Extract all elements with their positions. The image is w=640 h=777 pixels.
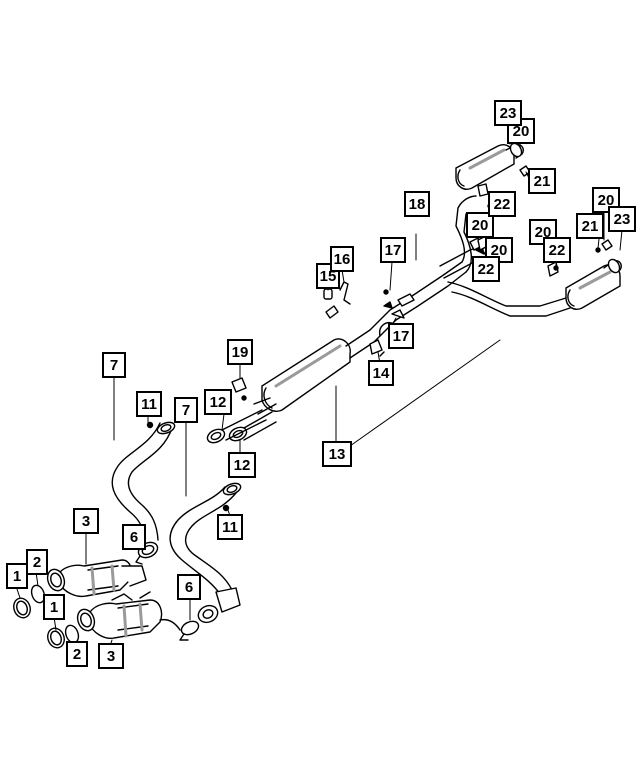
bolt-11b	[222, 504, 230, 512]
callout-17: 17	[388, 323, 414, 349]
band-clamp-upper	[13, 597, 31, 619]
callout-22: 22	[543, 237, 571, 263]
callout-7: 7	[102, 352, 126, 378]
catalytic-converter-upper	[46, 559, 147, 598]
callout-3: 3	[98, 643, 124, 669]
front-pipe-right	[169, 482, 242, 624]
mid-pipes	[369, 261, 467, 357]
hanger-bracket-19	[231, 377, 247, 401]
catalytic-converter-lower	[76, 591, 181, 639]
bolt-11a	[146, 421, 154, 429]
callout-3: 3	[73, 508, 99, 534]
callout-6: 6	[177, 574, 201, 600]
callout-7: 7	[174, 397, 198, 423]
callout-23: 23	[494, 100, 522, 126]
hanger-16	[339, 281, 351, 305]
gasket-upper	[30, 584, 46, 604]
center-resonator	[253, 329, 375, 415]
callout-23: 23	[608, 206, 636, 232]
callout-6: 6	[122, 524, 146, 550]
callout-2: 2	[26, 549, 48, 575]
callout-16: 16	[330, 246, 354, 272]
callout-12: 12	[204, 389, 232, 415]
callout-11: 11	[136, 391, 162, 417]
callout-22: 22	[472, 256, 500, 282]
callout-18: 18	[404, 191, 430, 217]
clamp-lower	[179, 620, 200, 641]
band-clamp-lower	[47, 627, 65, 649]
callout-1: 1	[6, 563, 28, 589]
callout-2: 2	[66, 641, 88, 667]
callout-21: 21	[576, 213, 604, 239]
callout-12: 12	[228, 452, 256, 478]
callout-17: 17	[380, 237, 406, 263]
rear-muffler-upper	[455, 142, 531, 251]
callout-14: 14	[368, 360, 394, 386]
callout-11: 11	[217, 514, 243, 540]
inlet-flanges	[206, 409, 277, 444]
callout-22: 22	[488, 191, 516, 217]
callout-19: 19	[227, 339, 253, 365]
callout-21: 21	[528, 168, 556, 194]
callout-1: 1	[43, 594, 65, 620]
callout-13: 13	[322, 441, 352, 467]
isolator-15	[323, 288, 339, 319]
